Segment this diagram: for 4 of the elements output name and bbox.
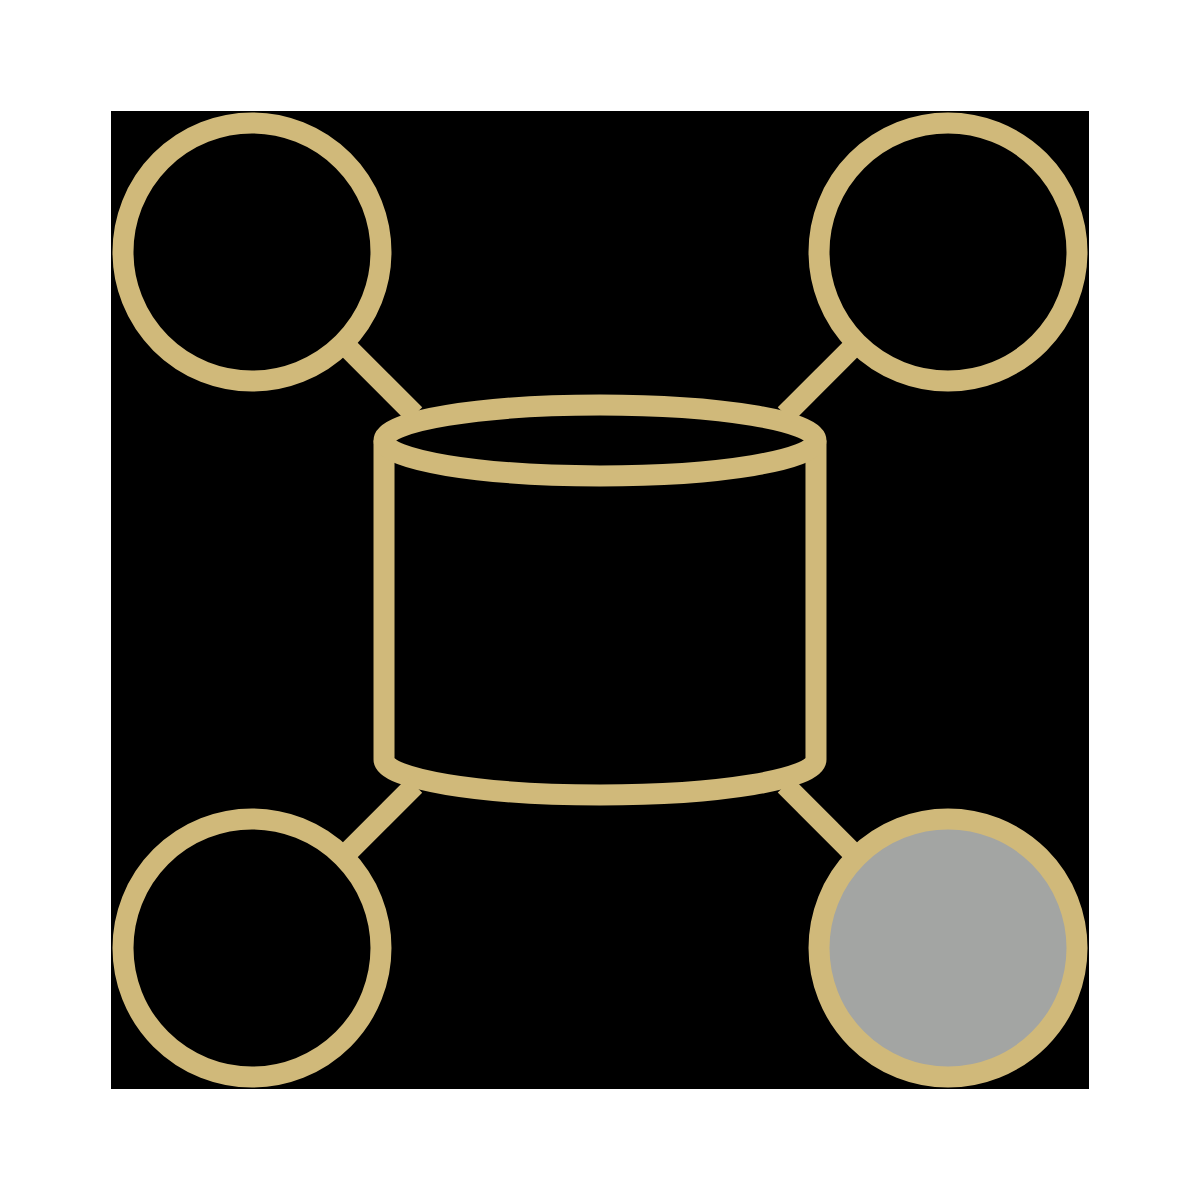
node-circle [808,112,1088,392]
node-circle [808,808,1088,1088]
node-circle [112,112,392,392]
node-circle [112,808,392,1088]
